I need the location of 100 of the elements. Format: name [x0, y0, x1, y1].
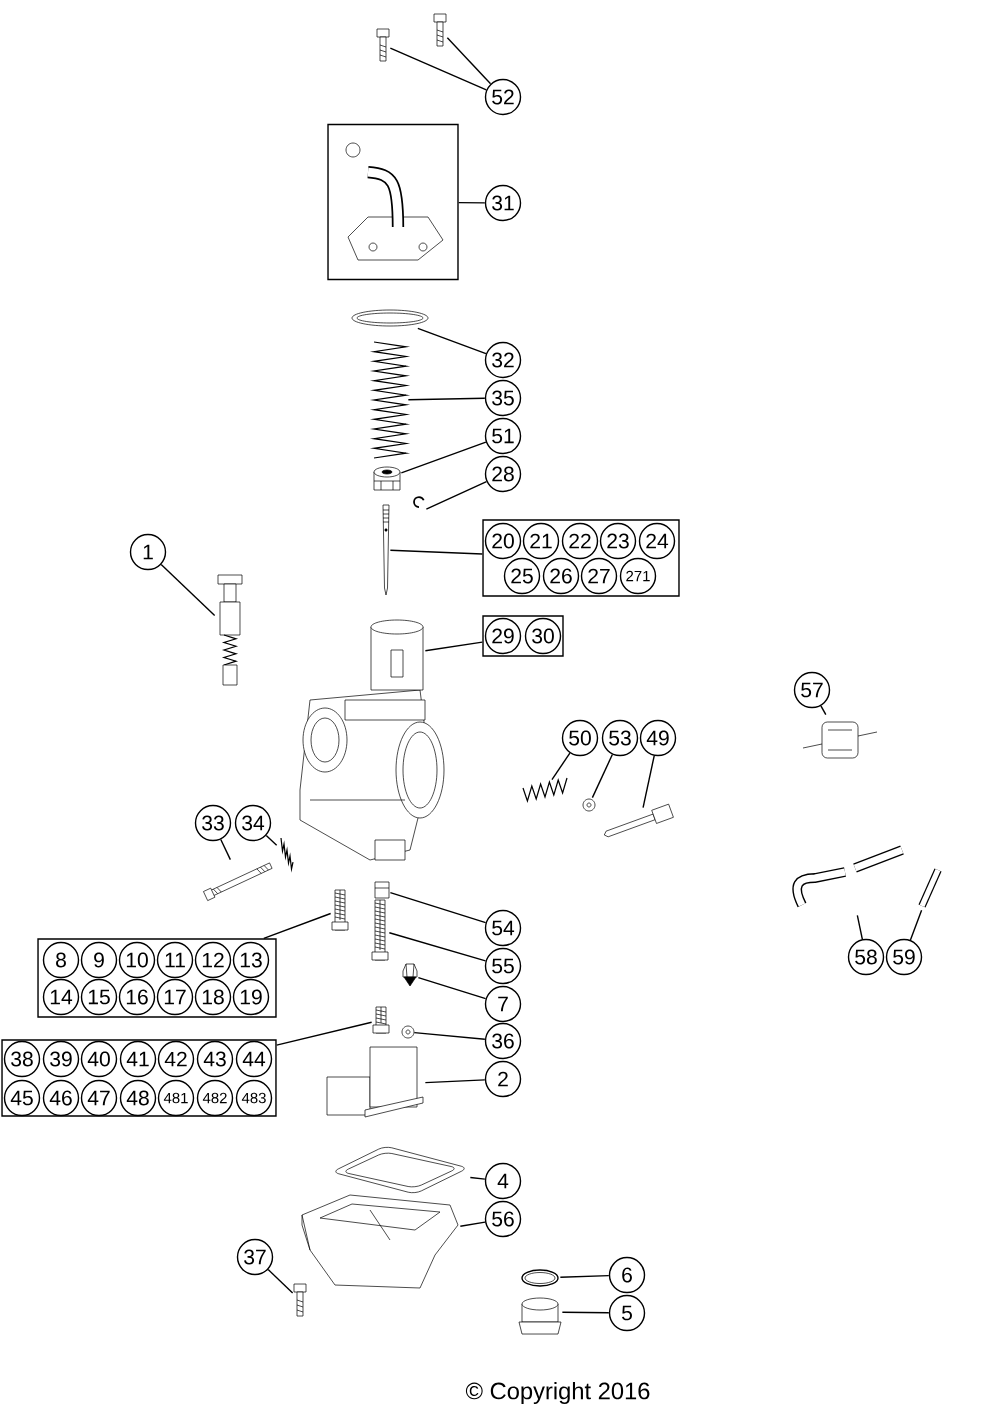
callout-number: 47: [80, 1079, 118, 1117]
callout-number: 39: [42, 1040, 80, 1078]
leader-line: [407, 397, 486, 401]
group-box: [1, 1039, 277, 1117]
group-box: [327, 123, 459, 281]
callout-number: 7: [484, 985, 522, 1023]
o-ring-drawing: [521, 1269, 559, 1287]
leader-line: [160, 563, 216, 617]
callout-number: 8: [42, 941, 80, 979]
callout-number: 481: [157, 1079, 195, 1117]
callout-number: 19: [232, 978, 270, 1016]
callout-number: 5: [608, 1294, 646, 1332]
hose-drawing: [792, 845, 904, 908]
callout-number: 49: [639, 719, 677, 757]
callout-number: 53: [601, 719, 639, 757]
callout-number: 13: [232, 941, 270, 979]
leader-line: [265, 834, 278, 846]
callout-number: 23: [599, 522, 637, 560]
callout-number: 35: [484, 379, 522, 417]
callout-number: 27: [580, 557, 618, 595]
leader-line: [417, 327, 487, 355]
callout-number: 21: [522, 522, 560, 560]
screw-drawing: [217, 574, 243, 686]
valve-drawing: [402, 963, 418, 987]
jet-drawing: [372, 1006, 390, 1034]
copyright-notice: © Copyright 2016: [465, 1381, 650, 1405]
callout-number: 58: [847, 938, 885, 976]
group-box: [37, 938, 277, 1018]
leader-line: [909, 909, 923, 941]
callout-number: 51: [484, 417, 522, 455]
callout-number: 43: [196, 1040, 234, 1078]
callout-number: 26: [542, 557, 580, 595]
callout-number: 31: [484, 184, 522, 222]
leader-line: [551, 752, 571, 781]
callout-number: 22: [561, 522, 599, 560]
leader-line: [559, 1274, 610, 1278]
float-drawing: [326, 1046, 424, 1118]
clip-drawing: [413, 496, 425, 508]
screw-drawing: [603, 803, 674, 838]
callout-number: 6: [608, 1256, 646, 1294]
leader-line: [413, 1031, 486, 1040]
spring-drawing: [369, 341, 411, 459]
callout-number: 15: [80, 978, 118, 1016]
callout-number: 28: [484, 455, 522, 493]
washer-drawing: [401, 1025, 415, 1039]
callout-number: 4: [484, 1162, 522, 1200]
callout-number: 30: [524, 617, 562, 655]
callout-number: 17: [156, 978, 194, 1016]
callout-number: 41: [119, 1040, 157, 1078]
callout-number: 46: [42, 1079, 80, 1117]
spring-drawing: [280, 837, 294, 873]
leader-line: [425, 480, 488, 510]
group-box: [482, 615, 564, 657]
leader-line: [820, 705, 827, 716]
leader-line: [424, 641, 483, 652]
leader-line: [263, 912, 332, 940]
callout-number: 14: [42, 978, 80, 1016]
callout-number: 38: [3, 1040, 41, 1078]
leader-line: [417, 976, 487, 1000]
leader-line: [389, 47, 487, 91]
callout-number: 2: [484, 1060, 522, 1098]
callout-number: 44: [235, 1040, 273, 1078]
callout-number: 42: [157, 1040, 195, 1078]
callout-number: 24: [638, 522, 676, 560]
callout-number: 50: [561, 719, 599, 757]
nut-drawing: [374, 881, 390, 899]
gasket-drawing: [335, 1147, 465, 1194]
bolt-drawing: [293, 1283, 307, 1317]
callout-number: 59: [885, 938, 923, 976]
callout-number: 48: [119, 1079, 157, 1117]
leader-line: [469, 1176, 486, 1180]
callout-number: 54: [484, 909, 522, 947]
leader-line: [220, 838, 232, 861]
bolt-drawing: [376, 28, 390, 62]
plug-drawing: [518, 1297, 562, 1335]
bolt-drawing: [433, 13, 447, 47]
group-box: [482, 519, 680, 597]
leader-line: [856, 914, 863, 940]
callout-number: 25: [503, 557, 541, 595]
callout-number: 29: [484, 617, 522, 655]
callout-number: 56: [484, 1200, 522, 1238]
callout-number: 10: [118, 941, 156, 979]
cap-drawing: [345, 142, 444, 261]
slide-drawing: [370, 619, 424, 691]
leader-line: [275, 1021, 373, 1046]
valve-drawing: [802, 721, 878, 759]
callout-number: 271: [619, 557, 657, 595]
leader-line: [459, 1221, 486, 1227]
callout-number: 482: [196, 1079, 234, 1117]
leader-line: [458, 201, 486, 204]
gasket-drawing: [351, 309, 429, 327]
rod-drawing: [203, 862, 273, 901]
needle-drawing: [382, 504, 390, 596]
callout-number: 37: [236, 1238, 274, 1276]
callout-number: 483: [235, 1079, 273, 1117]
callout-number: 1: [129, 533, 167, 571]
washer-drawing: [582, 798, 596, 812]
leader-line: [389, 891, 487, 924]
callout-number: 55: [484, 947, 522, 985]
callout-number: 16: [118, 978, 156, 1016]
